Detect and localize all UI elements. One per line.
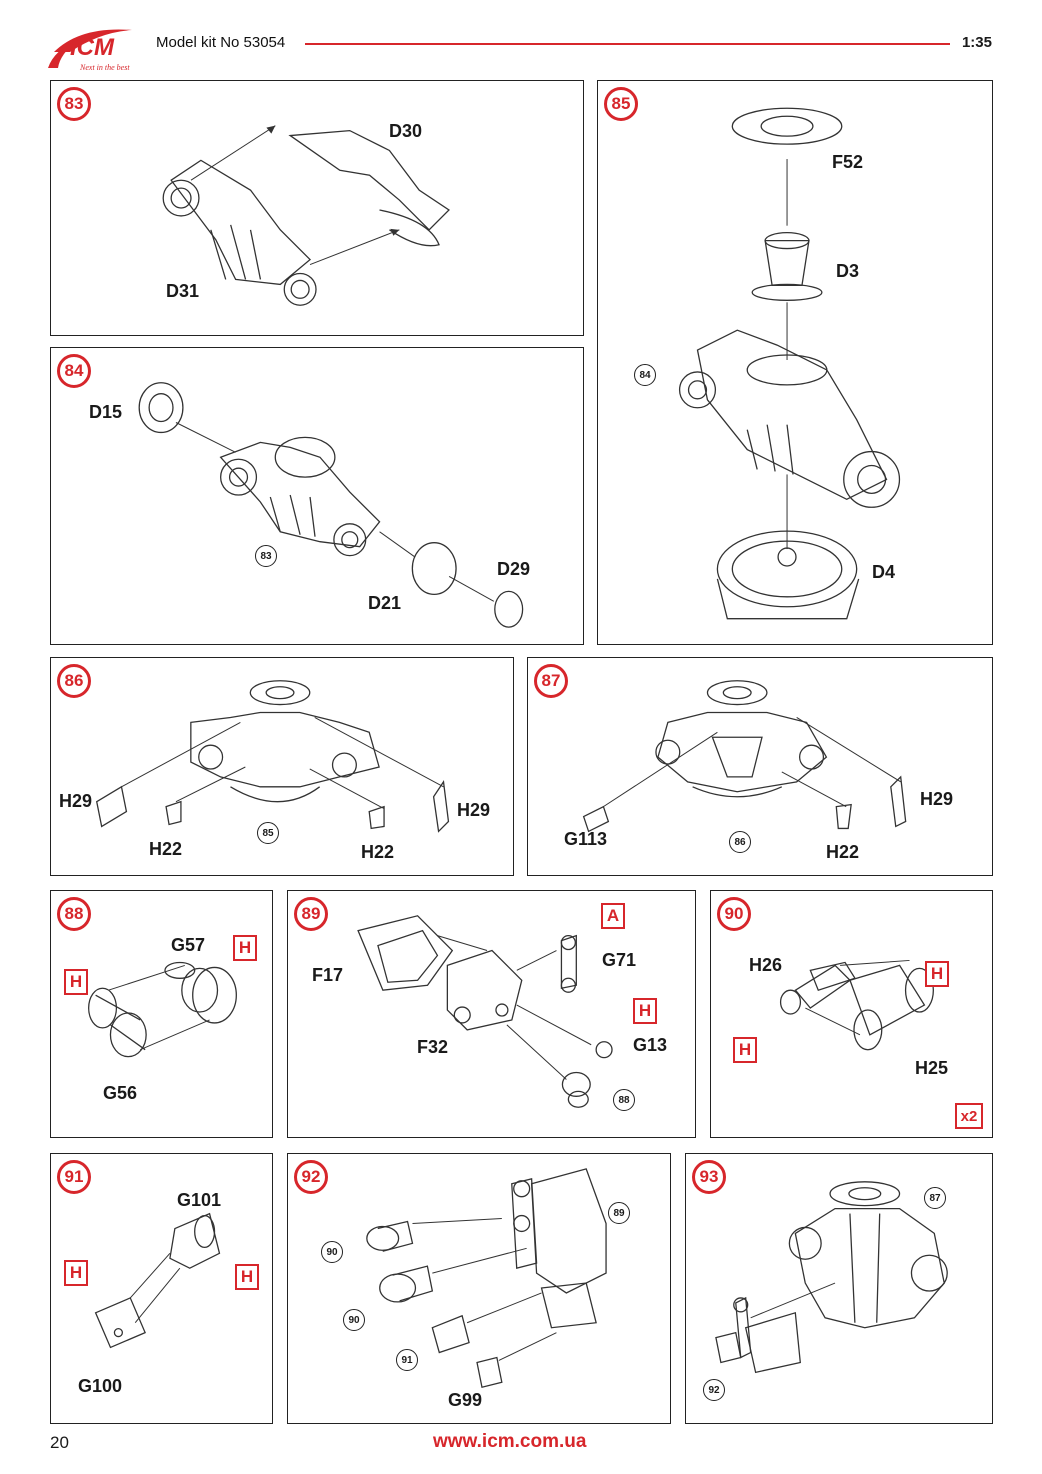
step-93-drawing (715, 1181, 948, 1374)
step-87-drawing (582, 680, 907, 833)
step-89-number: 89 (294, 897, 328, 931)
ref-step-90-top: 90 (321, 1241, 343, 1263)
part-label-g113: G113 (564, 829, 608, 849)
header-rule (305, 43, 950, 45)
step-83-panel: 83 D30 D31 (50, 80, 584, 336)
step-85-panel: 85 F52 D3 D4 84 (597, 80, 993, 645)
step-90-number: 90 (717, 897, 751, 931)
step-87-number: 87 (534, 664, 568, 698)
step-89-panel: 89 F17 G71 F32 G13 A H 88 (287, 890, 696, 1138)
part-label-g13: G13 (633, 1035, 668, 1055)
step-92-drawing (366, 1168, 607, 1389)
step-83-drawing (162, 125, 450, 306)
part-label-g101: G101 (177, 1190, 222, 1210)
page-number: 20 (50, 1433, 69, 1452)
part-label-d29: D29 (497, 559, 531, 579)
logo-slogan: Next in the best (79, 63, 130, 72)
step-90-drawing (779, 959, 934, 1051)
paint-code-h-right: H (233, 935, 257, 961)
step-91-panel: 91 G101 G100 H H (50, 1153, 273, 1424)
step-86-number: 86 (57, 664, 91, 698)
paint-code-a: A (601, 903, 625, 929)
part-label-f32: F32 (417, 1037, 449, 1057)
step-85-drawing (678, 107, 901, 620)
logo-brand: ICM (70, 34, 115, 61)
step-91-drawing (94, 1212, 221, 1349)
page-header: ICM Next in the best Model kit No 53054 … (0, 0, 1042, 80)
footer-website-link[interactable]: www.icm.com.ua (433, 1431, 587, 1452)
step-84-drawing (138, 382, 524, 628)
paint-code-h-top: H (925, 961, 949, 987)
part-label-h22-left: H22 (149, 839, 183, 859)
step-93-number: 93 (692, 1160, 726, 1194)
part-label-d31: D31 (166, 281, 200, 301)
ref-step-90-bottom: 90 (343, 1309, 365, 1331)
part-label-h29: H29 (920, 789, 954, 809)
part-label-h29-left: H29 (59, 791, 93, 811)
ref-step-87: 87 (924, 1187, 946, 1209)
ref-step-88: 88 (613, 1089, 635, 1111)
ref-step-86: 86 (729, 831, 751, 853)
part-label-g57: G57 (171, 935, 206, 955)
ref-step-83: 83 (255, 545, 277, 567)
ref-step-92: 92 (703, 1379, 725, 1401)
ref-step-89: 89 (608, 1202, 630, 1224)
part-label-g71: G71 (602, 950, 637, 970)
step-93-panel: 93 87 92 (685, 1153, 993, 1424)
step-88-panel: 88 G57 G56 H H (50, 890, 273, 1138)
paint-code-h-bottom: H (733, 1037, 757, 1063)
paint-code-h-right: H (235, 1264, 259, 1290)
part-label-h25: H25 (915, 1058, 949, 1078)
part-label-d4: D4 (872, 562, 896, 582)
part-label-g99: G99 (448, 1390, 483, 1410)
ref-step-85: 85 (257, 822, 279, 844)
paint-code-h: H (633, 998, 657, 1024)
ref-step-91: 91 (396, 1349, 418, 1371)
kit-scale: 1:35 (961, 34, 992, 51)
kit-title: Model kit No 53054 (156, 34, 286, 51)
step-89-drawing (357, 915, 613, 1108)
multiplier-x2: x2 (955, 1103, 983, 1129)
part-label-d15: D15 (89, 402, 123, 422)
icm-logo: ICM Next in the best (40, 22, 144, 78)
part-label-g56: G56 (103, 1083, 138, 1103)
part-label-h29-right: H29 (457, 800, 491, 820)
step-88-number: 88 (57, 897, 91, 931)
step-90-panel: 90 H26 H25 H H x2 (710, 890, 993, 1138)
part-label-f17: F17 (312, 965, 344, 985)
step-86-panel: 86 H29 H29 H22 H22 85 (50, 657, 514, 876)
step-91-number: 91 (57, 1160, 91, 1194)
step-84-panel: 84 D15 D29 D21 83 (50, 347, 584, 645)
paint-code-h-left: H (64, 1260, 88, 1286)
step-92-panel: 92 G99 90 90 91 89 (287, 1153, 671, 1424)
part-label-h22-right: H22 (361, 842, 395, 862)
ref-step-84: 84 (634, 364, 656, 386)
step-88-drawing (88, 961, 237, 1058)
part-label-h26: H26 (749, 955, 783, 975)
step-87-panel: 87 H29 G113 H22 86 (527, 657, 993, 876)
step-84-number: 84 (57, 354, 91, 388)
step-86-drawing (95, 680, 450, 833)
part-label-f52: F52 (832, 152, 864, 172)
part-label-g100: G100 (78, 1376, 123, 1396)
part-label-d30: D30 (389, 121, 423, 141)
step-92-number: 92 (294, 1160, 328, 1194)
paint-code-h-left: H (64, 969, 88, 995)
part-label-h22: H22 (826, 842, 860, 862)
step-83-number: 83 (57, 87, 91, 121)
part-label-d3: D3 (836, 261, 860, 281)
step-85-number: 85 (604, 87, 638, 121)
part-label-d21: D21 (368, 593, 402, 613)
